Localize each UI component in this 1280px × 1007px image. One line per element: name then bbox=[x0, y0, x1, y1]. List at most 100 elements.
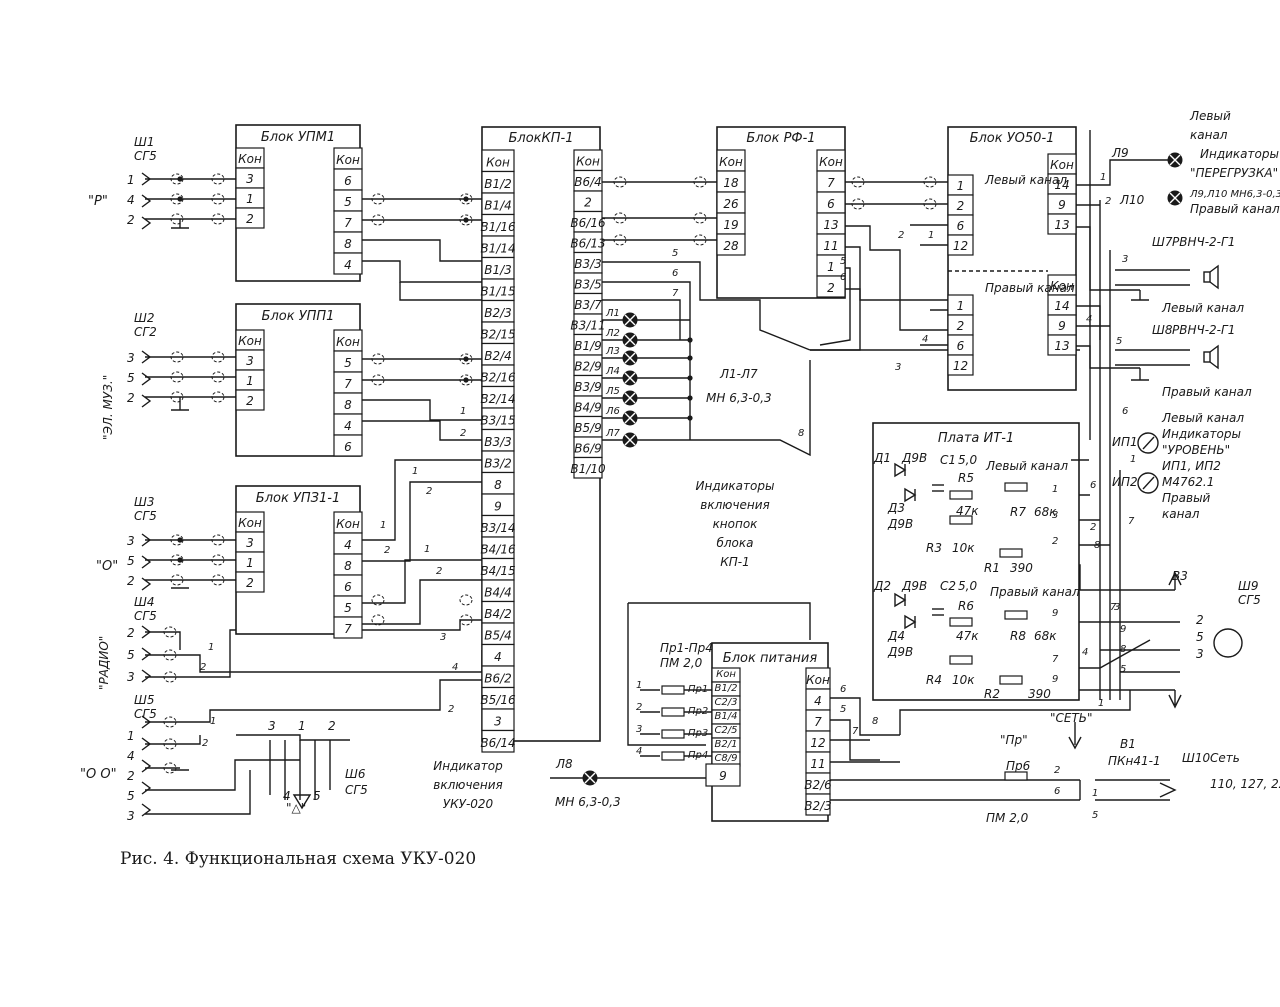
meter-ip1-icon bbox=[1137, 432, 1159, 454]
lamp-l8-name: Л8 bbox=[555, 757, 573, 771]
connector-sh6-type: СГ5 bbox=[345, 783, 368, 797]
wire-number: 6 bbox=[1122, 406, 1128, 417]
fuse-type: ПМ 2,0 bbox=[660, 656, 703, 670]
connector-sh2-pin bbox=[141, 394, 152, 408]
lamp-name: Л3 bbox=[605, 346, 620, 357]
block-upm1-right-cell bbox=[333, 252, 363, 275]
junction-dot bbox=[687, 355, 693, 361]
block-uo50-in-right-cell bbox=[947, 354, 974, 376]
part-c1: С1 bbox=[940, 453, 956, 467]
fuse-name: Пр3 bbox=[688, 728, 708, 739]
block-power-left-pin: В2/1 bbox=[715, 739, 738, 750]
connector-sh5-pin bbox=[141, 803, 152, 817]
block-kp1-left-pin: В1/4 bbox=[484, 199, 512, 213]
wire-111 bbox=[830, 697, 900, 736]
wire-number: 3 bbox=[1114, 602, 1120, 613]
connector-sh6-pin: 3 bbox=[268, 719, 276, 733]
lamp-l8-note: Индикатор bbox=[433, 759, 503, 773]
part-c2v: 5,0 bbox=[958, 579, 977, 593]
overload-label: "ПЕРЕГРУЗКА" bbox=[1190, 166, 1278, 180]
block-power-left-pin: С2/3 bbox=[714, 697, 737, 708]
lamp-name: Л4 bbox=[605, 366, 620, 377]
wire-61 bbox=[1076, 226, 1140, 291]
resistor-r4-icon bbox=[949, 655, 973, 665]
block-power-right-pin: 11 bbox=[810, 757, 825, 771]
wire-number: 7 bbox=[1110, 602, 1117, 613]
block-kp1-right-pin: В3/9 bbox=[574, 380, 602, 394]
shield-symbol bbox=[163, 671, 177, 683]
connector-sh1-pin: 4 bbox=[127, 193, 135, 207]
wire-101 bbox=[628, 602, 811, 640]
resistor-r6-icon bbox=[949, 617, 973, 627]
lamp-cross bbox=[584, 772, 596, 784]
board-it1-title: Плата ИТ-1 bbox=[938, 431, 1014, 446]
part-d4: Д4 bbox=[887, 629, 905, 643]
block-uo50-in-right-pin: 1 bbox=[957, 299, 965, 313]
connector-sh3-name: Ш3 bbox=[134, 495, 154, 509]
part-r3v: 10к bbox=[952, 541, 975, 555]
wire-37 bbox=[602, 281, 691, 320]
block-uo50-in-left-pin: 6 bbox=[957, 219, 965, 233]
block-upz1-right-pin: 4 bbox=[344, 538, 352, 552]
wire-36 bbox=[602, 261, 811, 351]
wire-number: 2 bbox=[384, 545, 390, 556]
block-power-right-pin: В2/6 bbox=[804, 778, 832, 792]
lamp-cross bbox=[1169, 192, 1181, 204]
wire-number: 8 bbox=[1094, 540, 1100, 551]
block-kp1-left-pin: В2/4 bbox=[484, 349, 512, 363]
part-c1v: 5,0 bbox=[958, 453, 977, 467]
block-kp1-left-pin: В6/2 bbox=[484, 672, 512, 686]
block-upm1-left-pin: 1 bbox=[246, 192, 254, 206]
junction-dot bbox=[687, 375, 693, 381]
shield-symbol bbox=[371, 193, 385, 205]
part-r6v: 47к bbox=[956, 629, 979, 643]
wire-number: 1 bbox=[1098, 698, 1104, 709]
shield-symbol bbox=[693, 212, 707, 224]
fuse-pr4-icon bbox=[661, 751, 685, 761]
resistor-r8-icon bbox=[1004, 610, 1028, 620]
lamp-group-label: Л1-Л7 bbox=[719, 367, 758, 381]
wire-number: 2 bbox=[1105, 196, 1111, 207]
connector-sh1-name: Ш1 bbox=[134, 135, 154, 149]
block-kp1-left-pin: В1/14 bbox=[480, 242, 515, 256]
junction-dot bbox=[463, 377, 469, 383]
junction-dot bbox=[177, 557, 183, 563]
block-rf1-right-pin: 11 bbox=[823, 239, 838, 253]
fuse-name: Пр1 bbox=[688, 684, 708, 695]
diode-d2-icon bbox=[894, 592, 907, 608]
junction-dot bbox=[463, 356, 469, 362]
meter-note: канал bbox=[1162, 507, 1200, 521]
block-upp1-right-pin: 8 bbox=[344, 398, 352, 412]
block-kp1-right-pin: 2 bbox=[584, 196, 592, 210]
shield-symbol bbox=[371, 614, 385, 626]
shield-symbol bbox=[211, 534, 225, 546]
block-kp1-right-pin: В3/3 bbox=[574, 257, 602, 271]
part-d1: Д1 bbox=[873, 451, 891, 465]
wire-number: 2 bbox=[1052, 536, 1058, 547]
block-upm1-right-pin: 8 bbox=[344, 237, 352, 251]
block-kp1-left-pin: 4 bbox=[494, 650, 502, 664]
block-upz1-left-pin: Кон bbox=[238, 516, 262, 530]
wire-number: 2 bbox=[448, 704, 454, 715]
block-kp1-left-pin: 9 bbox=[494, 500, 502, 514]
shield-symbol bbox=[170, 391, 184, 403]
wire-number: 1 bbox=[210, 716, 216, 727]
connector-sh1-label: "Р" bbox=[88, 194, 108, 209]
block-power-pin9-label: 9 bbox=[719, 769, 727, 783]
connector-sh4-name: Ш4 bbox=[134, 595, 154, 609]
wire-number: 1 bbox=[1092, 788, 1098, 799]
diode-d1-icon bbox=[894, 462, 907, 478]
wire-number: 3 bbox=[1052, 510, 1058, 521]
fuse-pm20: ПМ 2,0 bbox=[986, 811, 1029, 825]
connector-sh1-pin bbox=[141, 172, 152, 186]
part-r1: R1 bbox=[984, 561, 1000, 575]
part-r8v: 68к bbox=[1034, 629, 1057, 643]
board-it1-frame bbox=[872, 422, 1080, 701]
shield-symbol bbox=[163, 762, 177, 774]
wire-number: 3 bbox=[895, 362, 901, 373]
block-upz1-left-pin: 2 bbox=[246, 576, 254, 590]
connector-sh3-pin bbox=[141, 577, 152, 591]
block-kp1-left-pin: Кон bbox=[486, 156, 510, 170]
block-rf1-left-cell bbox=[716, 233, 746, 256]
block-uo50-in-right-pin: 6 bbox=[957, 339, 965, 353]
